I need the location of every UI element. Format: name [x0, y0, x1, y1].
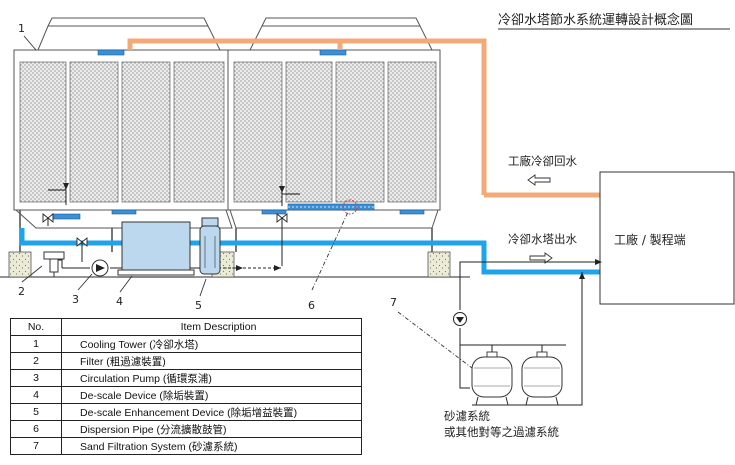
legend-row-desc: Filter (粗過濾裝置)	[61, 352, 362, 370]
outlet-arrow-icon	[529, 252, 553, 264]
legend-row: 2 Filter (粗過濾裝置)	[10, 352, 362, 370]
descale-device	[117, 221, 195, 278]
legend-row-no: 2	[10, 352, 62, 370]
legend-header-row: No. Item Description	[10, 318, 362, 336]
cooling-tower-1	[8, 17, 235, 278]
legend-header-desc: Item Description	[61, 318, 362, 336]
legend-row: 3 Circulation Pump (循環泵浦)	[10, 369, 362, 387]
legend-row-no: 3	[10, 369, 62, 387]
callout-4: 4	[116, 295, 123, 308]
plant-process-box	[599, 171, 735, 305]
dispersion-pipe-small	[51, 213, 81, 220]
sand-filter-label-line1: 砂濾系統	[444, 409, 490, 423]
legend-row-desc: De-scale Enhancement Device (除垢增益裝置)	[61, 403, 362, 421]
sand-filtration-system	[453, 259, 602, 406]
plant-return-pipe	[127, 38, 600, 198]
legend-row-desc: Sand Filtration System (砂濾系統)	[61, 437, 362, 455]
sand-tank-2	[521, 351, 563, 406]
legend-header-no: No.	[10, 318, 62, 336]
legend-row-no: 7	[10, 437, 62, 455]
legend-row: 5 De-scale Enhancement Device (除垢增益裝置)	[10, 403, 362, 421]
tower-outlet-label: 冷卻水塔出水	[508, 232, 577, 246]
diagram-title: 冷卻水塔節水系統運轉設計概念圖	[498, 12, 693, 28]
sand-filter-label-line2: 或其他對等之過濾系統	[444, 425, 559, 439]
tower-outlet-pipe	[19, 228, 600, 275]
callout-5: 5	[195, 299, 202, 312]
legend-row-no: 6	[10, 420, 62, 438]
sand-tank-1	[471, 351, 513, 406]
circulation-lines	[47, 189, 300, 269]
legend-row: 6 Dispersion Pipe (分流擴散鼓管)	[10, 420, 362, 438]
cooling-tower-2	[227, 17, 451, 278]
legend-row: 7 Sand Filtration System (砂濾系統)	[10, 437, 362, 455]
callout-6: 6	[308, 299, 315, 312]
legend-row-desc: Cooling Tower (冷卻水塔)	[61, 335, 362, 353]
arrowheads	[63, 183, 285, 271]
callout-leader-lines	[21, 35, 473, 369]
legend-row: 4 De-scale Device (除垢裝置)	[10, 386, 362, 404]
legend-row-no: 5	[10, 403, 62, 421]
legend-row-desc: Circulation Pump (循環泵浦)	[61, 369, 362, 387]
descale-enhancement-device	[199, 217, 221, 275]
callout-2: 2	[18, 285, 25, 298]
dispersion-pipe	[287, 199, 375, 215]
coarse-filter	[43, 251, 65, 277]
legend-row-desc: De-scale Device (除垢裝置)	[61, 386, 362, 404]
circulation-pump	[91, 259, 109, 277]
legend-row: 1 Cooling Tower (冷卻水塔)	[10, 335, 362, 353]
plant-process-label: 工廠 / 製程端	[614, 232, 686, 247]
legend-row-no: 1	[10, 335, 62, 353]
legend-table: No. Item Description 1 Cooling Tower (冷卻…	[10, 318, 362, 455]
callout-3: 3	[72, 293, 79, 306]
legend-row-desc: Dispersion Pipe (分流擴散鼓管)	[61, 420, 362, 438]
plant-return-label: 工廠冷卻回水	[508, 154, 577, 168]
legend-row-no: 4	[10, 386, 62, 404]
valve-icon	[42, 213, 288, 247]
callout-7: 7	[390, 296, 397, 309]
return-arrow-icon	[527, 174, 551, 186]
callout-1: 1	[18, 22, 25, 35]
